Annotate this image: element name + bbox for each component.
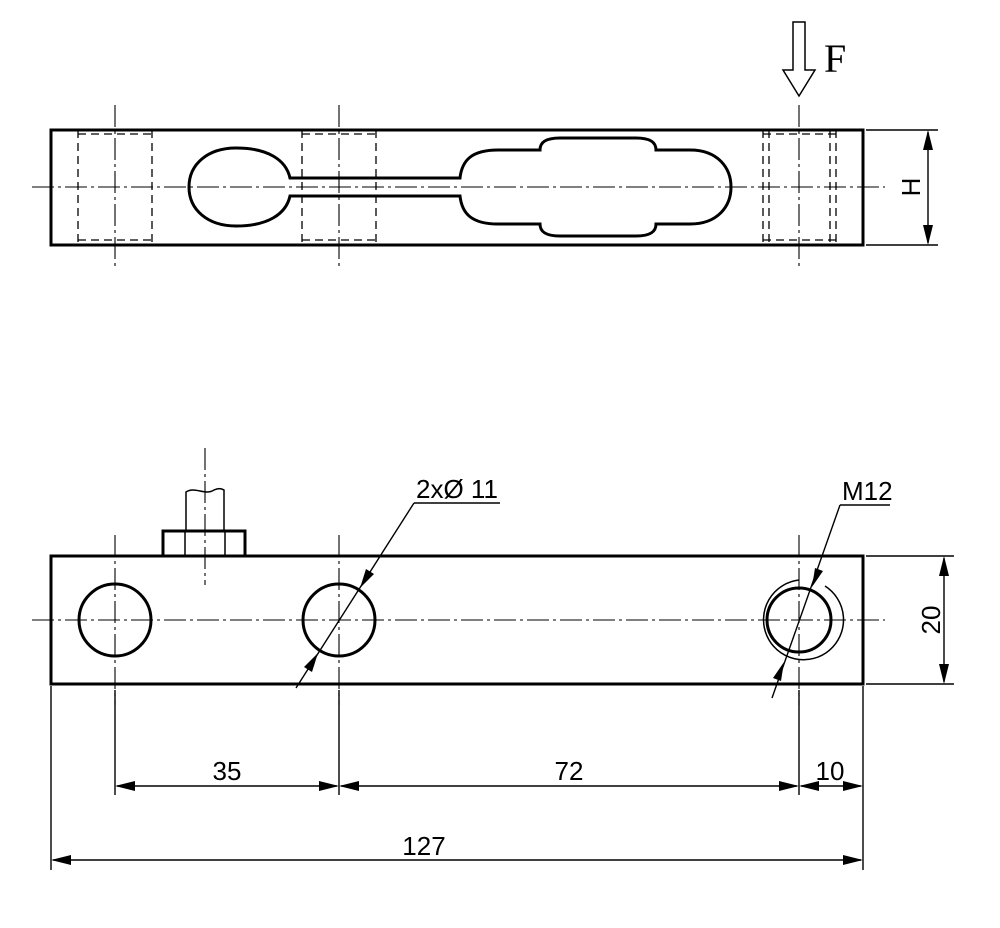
- dimension-10: 10: [799, 756, 863, 791]
- thread-callout: M12: [771, 476, 893, 699]
- height-dimension-side: 20: [866, 555, 954, 685]
- force-label: F: [824, 36, 846, 81]
- dimension-72: 72: [339, 756, 799, 791]
- length-dimensions: 35 72 10 127: [50, 686, 864, 870]
- height-label-top: H: [896, 178, 926, 197]
- dimension-127-label: 127: [402, 831, 445, 861]
- side-view: 2xØ 11 M12 20: [32, 448, 954, 705]
- dimension-35: 35: [115, 756, 339, 791]
- top-view: H: [32, 105, 938, 270]
- cable-gland: [161, 448, 247, 585]
- dimension-10-label: 10: [816, 756, 845, 786]
- dimension-127: 127: [51, 831, 863, 865]
- dimension-72-label: 72: [555, 756, 584, 786]
- height-label-side: 20: [916, 606, 946, 635]
- force-arrow: F: [781, 21, 846, 98]
- height-dimension-top: H: [866, 129, 938, 246]
- flexure-cutout: [187, 136, 733, 238]
- dimension-35-label: 35: [213, 756, 242, 786]
- thread-arc: [762, 579, 845, 661]
- hole-callout: 2xØ 11: [295, 474, 500, 689]
- thread-callout-label: M12: [842, 476, 893, 506]
- hole-callout-label: 2xØ 11: [416, 474, 498, 504]
